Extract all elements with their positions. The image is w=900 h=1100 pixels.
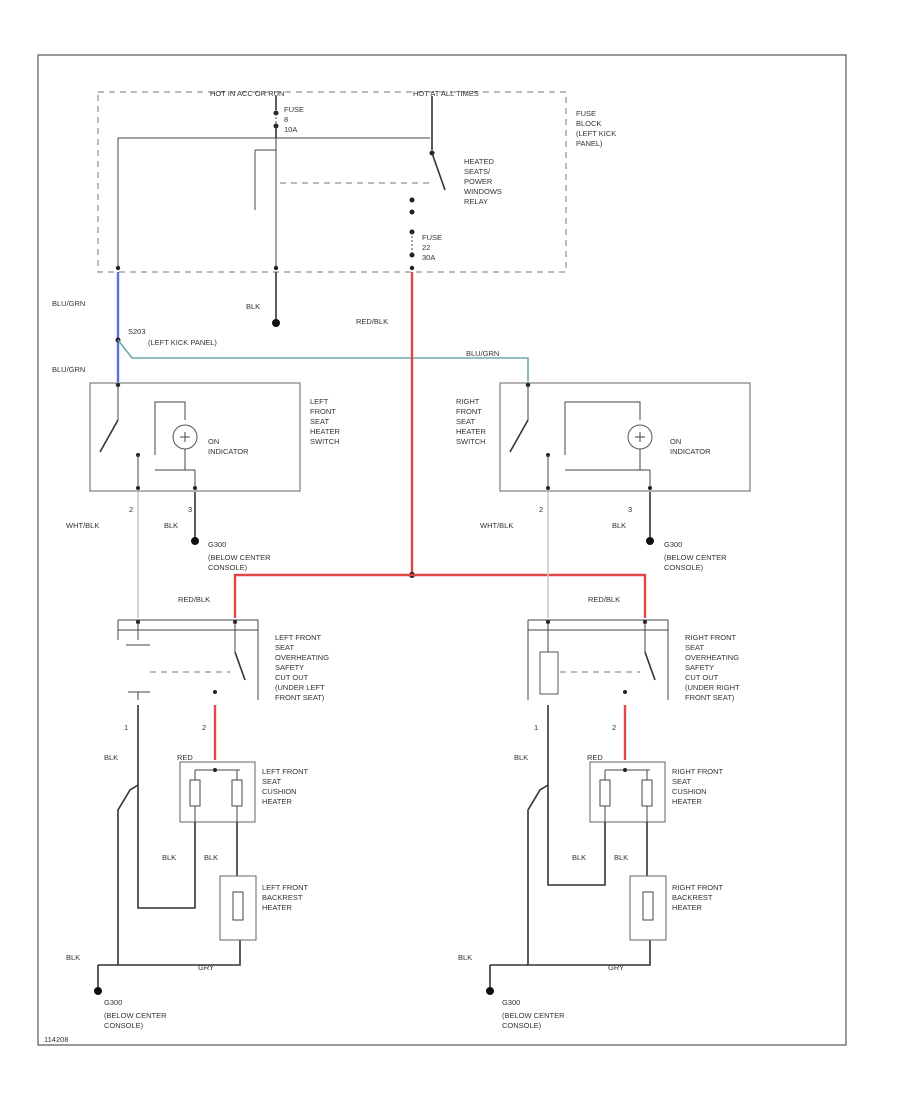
left-backrest-element-icon <box>232 891 244 921</box>
right-switch-contact-icon <box>509 419 529 453</box>
wire-label-wht-blk-right: WHT/BLK <box>480 521 513 530</box>
left-indicator-label: ON INDICATOR <box>208 437 249 456</box>
ground-mid-left-id: G300 <box>208 540 226 549</box>
right-cutout-pin-2: 2 <box>612 723 616 732</box>
fuse-block-label: FUSE BLOCK (LEFT KICK PANEL) <box>576 109 618 148</box>
fuse-22-terminal-bottom <box>409 252 415 258</box>
right-cutout-contact-icon <box>644 651 656 681</box>
ground-bot-left-loc: (BELOW CENTER CONSOLE) <box>104 1011 169 1030</box>
ground-bot-left-id: G300 <box>104 998 122 1007</box>
left-cushion-element-a-icon <box>189 779 201 807</box>
wire-label-blu-grn-1: BLU/GRN <box>52 299 85 308</box>
hot-all-times-label: HOT AT ALL TIMES <box>413 89 479 98</box>
right-switch-pin-2: 2 <box>539 505 543 514</box>
right-cushion-heater <box>589 761 666 823</box>
left-cushion-heater <box>179 761 256 823</box>
figure-id: 114208 <box>44 1035 68 1044</box>
right-backrest-label: RIGHT FRONT BACKREST HEATER <box>672 883 725 912</box>
ground-bot-right-id: G300 <box>502 998 520 1007</box>
right-backrest-heater <box>629 875 667 941</box>
right-cutout-resistor-icon <box>539 651 559 695</box>
right-cushion-element-b-icon <box>641 779 653 807</box>
wire-label-blk-sw-left: BLK <box>164 521 178 530</box>
left-cutout-label: LEFT FRONT SEAT OVERHEATING SAFETY CUT O… <box>275 633 331 702</box>
wire-red-blk-left <box>233 573 412 618</box>
right-switch-pin-3: 3 <box>628 505 632 514</box>
left-switch-label: LEFT FRONT SEAT HEATER SWITCH <box>310 397 342 446</box>
diagram-frame <box>37 54 847 1046</box>
left-cushion-label: LEFT FRONT SEAT CUSHION HEATER <box>262 767 310 806</box>
wire-label-blk-r1: BLK <box>514 753 528 762</box>
right-cutout-label: RIGHT FRONT SEAT OVERHEATING SAFETY CUT … <box>685 633 742 702</box>
left-switch-pin-2: 2 <box>129 505 133 514</box>
wire-label-blk-l1: BLK <box>104 753 118 762</box>
ground-g300-bot-right-icon <box>486 987 494 995</box>
wire-label-blk-l3: BLK <box>204 853 218 862</box>
right-cutout-pin-1: 1 <box>534 723 538 732</box>
wire-label-blk-top: BLK <box>246 302 260 311</box>
wire-label-red-right: RED <box>587 753 603 762</box>
wire-blu-grn-right-feed <box>117 339 529 382</box>
ground-g300-mid-left-icon <box>191 537 199 545</box>
right-heater-switch <box>499 382 751 492</box>
left-cutout-pin-1: 1 <box>124 723 128 732</box>
wire-label-red-blk-main: RED/BLK <box>356 317 388 326</box>
wire-label-blk-l2: BLK <box>162 853 176 862</box>
wire-label-wht-blk-left: WHT/BLK <box>66 521 99 530</box>
wire-label-red-blk-right: RED/BLK <box>588 595 620 604</box>
right-cushion-element-a-icon <box>599 779 611 807</box>
left-cushion-element-b-icon <box>231 779 243 807</box>
wire-label-blk-l4: BLK <box>66 953 80 962</box>
left-switch-pin-3: 3 <box>188 505 192 514</box>
fuse-8-label: FUSE 8 10A <box>284 105 306 134</box>
relay-label: HEATED SEATS/ POWER WINDOWS RELAY <box>464 157 504 206</box>
fuse-block-outline <box>97 91 567 273</box>
ground-mid-right-id: G300 <box>664 540 682 549</box>
wire-label-blk-r4: BLK <box>458 953 472 962</box>
wire-label-blu-grn-2: BLU/GRN <box>52 365 85 374</box>
left-cutout-pin-2: 2 <box>202 723 206 732</box>
ground-mid-left-loc: (BELOW CENTER CONSOLE) <box>208 553 273 572</box>
wire-label-red-blk-left: RED/BLK <box>178 595 210 604</box>
right-backrest-element-icon <box>642 891 654 921</box>
wire-label-blu-grn-3: BLU/GRN <box>466 349 499 358</box>
ground-mid-right-loc: (BELOW CENTER CONSOLE) <box>664 553 729 572</box>
wire-label-blk-r3: BLK <box>614 853 628 862</box>
ground-g300-bot-left-icon <box>94 987 102 995</box>
right-indicator-label: ON INDICATOR <box>670 437 711 456</box>
ground-bot-right-loc: (BELOW CENTER CONSOLE) <box>502 1011 567 1030</box>
splice-location: (LEFT KICK PANEL) <box>148 338 217 347</box>
wire-label-gray-r: GRY <box>608 963 624 972</box>
wire-label-blk-sw-right: BLK <box>612 521 626 530</box>
wire-label-blk-r2: BLK <box>572 853 586 862</box>
fuse-22-label: FUSE 22 30A <box>422 233 444 262</box>
left-heater-switch <box>89 382 301 492</box>
right-switch-label: RIGHT FRONT SEAT HEATER SWITCH <box>456 397 488 446</box>
left-backrest-heater <box>219 875 257 941</box>
wire-label-red-left: RED <box>177 753 193 762</box>
ground-g300-mid-right-icon <box>646 537 654 545</box>
wire-label-gray-l: GRY <box>198 963 214 972</box>
splice-id: S203 <box>128 327 146 336</box>
wire-red-blk-right <box>412 573 647 618</box>
left-cutout-contact-icon <box>234 651 246 681</box>
ground-point-top-icon <box>272 319 280 327</box>
left-switch-contact-icon <box>99 419 119 453</box>
left-backrest-label: LEFT FRONT BACKREST HEATER <box>262 883 310 912</box>
hot-acc-run-label: HOT IN ACC OR RUN <box>210 89 284 98</box>
relay-contact-icon <box>431 152 446 191</box>
right-cushion-label: RIGHT FRONT SEAT CUSHION HEATER <box>672 767 725 806</box>
